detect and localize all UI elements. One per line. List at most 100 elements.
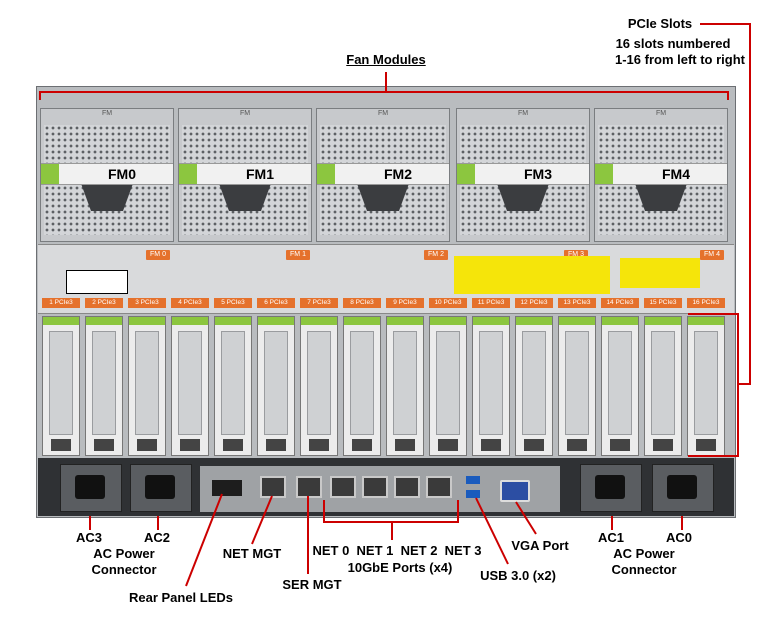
fan-label: FM3 [524, 166, 552, 182]
net3-port[interactable] [426, 476, 452, 498]
fan-release-latch[interactable] [595, 164, 613, 184]
fan-module-3: FM FM3 [456, 108, 590, 242]
pcie-slot-1[interactable] [42, 316, 80, 456]
vga-port[interactable] [500, 480, 530, 502]
fan-slot-tag: FM 3 [564, 250, 588, 260]
slot-pull-tab[interactable] [653, 439, 673, 451]
slot-pull-tab[interactable] [180, 439, 200, 451]
ac2-connector[interactable] [130, 464, 192, 512]
slot-pull-tab[interactable] [610, 439, 630, 451]
pcie-slot-7[interactable] [300, 316, 338, 456]
fan-top-label: FM [101, 110, 113, 117]
warning-label-korean [620, 258, 700, 288]
fan-module-2: FM FM2 [316, 108, 450, 242]
slot-pull-tab[interactable] [395, 439, 415, 451]
net-ports-label: NET 0 NET 1 NET 2 NET 3 [312, 543, 482, 558]
slot-pull-tab[interactable] [567, 439, 587, 451]
leds-leader [185, 493, 223, 587]
slot-latch[interactable] [344, 317, 380, 325]
slot-filler [565, 331, 589, 435]
usb-leader [475, 497, 509, 565]
pcie-slot-tag: 2 PCIe3 [85, 298, 123, 308]
slot-latch[interactable] [688, 317, 724, 325]
fan-release-latch[interactable] [179, 164, 197, 184]
slot-pull-tab[interactable] [223, 439, 243, 451]
pcie-slot-11[interactable] [472, 316, 510, 456]
ac3-connector[interactable] [60, 464, 122, 512]
net-mgt-port[interactable] [260, 476, 286, 498]
slot-latch[interactable] [430, 317, 466, 325]
slot-latch[interactable] [43, 317, 79, 325]
pcie-slot-14[interactable] [601, 316, 639, 456]
slot-pull-tab[interactable] [51, 439, 71, 451]
fan-handle[interactable]: FM4 [595, 163, 727, 185]
slot-latch[interactable] [258, 317, 294, 325]
usb-port-2[interactable] [466, 490, 480, 498]
pcie-slot-9[interactable] [386, 316, 424, 456]
slot-latch[interactable] [215, 317, 251, 325]
slot-latch[interactable] [559, 317, 595, 325]
pcie-slot-15[interactable] [644, 316, 682, 456]
fan-handle[interactable]: FM1 [179, 163, 311, 185]
slot-latch[interactable] [473, 317, 509, 325]
pcie-slot-16[interactable] [687, 316, 725, 456]
pcie-slot-5[interactable] [214, 316, 252, 456]
slot-pull-tab[interactable] [266, 439, 286, 451]
slot-pull-tab[interactable] [137, 439, 157, 451]
ac1-connector[interactable] [580, 464, 642, 512]
net2-port[interactable] [394, 476, 420, 498]
net1-port[interactable] [362, 476, 388, 498]
pcie-slot-4[interactable] [171, 316, 209, 456]
pcie-slot-10[interactable] [429, 316, 467, 456]
slot-latch[interactable] [301, 317, 337, 325]
slot-filler [135, 331, 159, 435]
fan-slot-tag: FM 4 [700, 250, 724, 260]
fan-slot-tag: FM 1 [286, 250, 310, 260]
pcie-slot-tag: 7 PCIe3 [300, 298, 338, 308]
fan-module-0: FM FM0 [40, 108, 174, 242]
ac3-label: AC3 [75, 530, 102, 545]
power-plug-icon [75, 475, 105, 499]
slot-pull-tab[interactable] [524, 439, 544, 451]
slot-pull-tab[interactable] [481, 439, 501, 451]
usb-port-1[interactable] [466, 476, 480, 484]
fan-handle[interactable]: FM0 [41, 163, 173, 185]
power-plug-icon [667, 475, 697, 499]
fan-top-label: FM [239, 110, 251, 117]
net-bracket [323, 500, 459, 523]
slot-pull-tab[interactable] [696, 439, 716, 451]
slot-latch[interactable] [86, 317, 122, 325]
net0-port[interactable] [330, 476, 356, 498]
slot-latch[interactable] [129, 317, 165, 325]
slot-latch[interactable] [516, 317, 552, 325]
fan-release-latch[interactable] [457, 164, 475, 184]
ac0-connector[interactable] [652, 464, 714, 512]
slot-latch[interactable] [387, 317, 423, 325]
slot-pull-tab[interactable] [94, 439, 114, 451]
pcie-slot-8[interactable] [343, 316, 381, 456]
pcie-slot-12[interactable] [515, 316, 553, 456]
slot-filler [49, 331, 73, 435]
fan-release-latch[interactable] [41, 164, 59, 184]
slot-pull-tab[interactable] [352, 439, 372, 451]
fan-handle[interactable]: FM2 [317, 163, 449, 185]
slot-pull-tab[interactable] [309, 439, 329, 451]
pcie-slot-tag: 10 PCIe3 [429, 298, 467, 308]
slot-latch[interactable] [602, 317, 638, 325]
pcie-slot-13[interactable] [558, 316, 596, 456]
pcie-leader [700, 23, 751, 385]
pcie-slot-2[interactable] [85, 316, 123, 456]
fan-top-label: FM [655, 110, 667, 117]
fan-module-4: FM FM4 [594, 108, 728, 242]
pcie-slot-tag: 12 PCIe3 [515, 298, 553, 308]
pcie-slot-6[interactable] [257, 316, 295, 456]
slot-latch[interactable] [645, 317, 681, 325]
fan-handle[interactable]: FM3 [457, 163, 589, 185]
pcie-slots-desc-2: 1-16 from left to right [614, 52, 745, 67]
pcie-slot-3[interactable] [128, 316, 166, 456]
pcie-bracket [688, 313, 739, 457]
slot-pull-tab[interactable] [438, 439, 458, 451]
slot-filler [522, 331, 546, 435]
fan-release-latch[interactable] [317, 164, 335, 184]
slot-latch[interactable] [172, 317, 208, 325]
